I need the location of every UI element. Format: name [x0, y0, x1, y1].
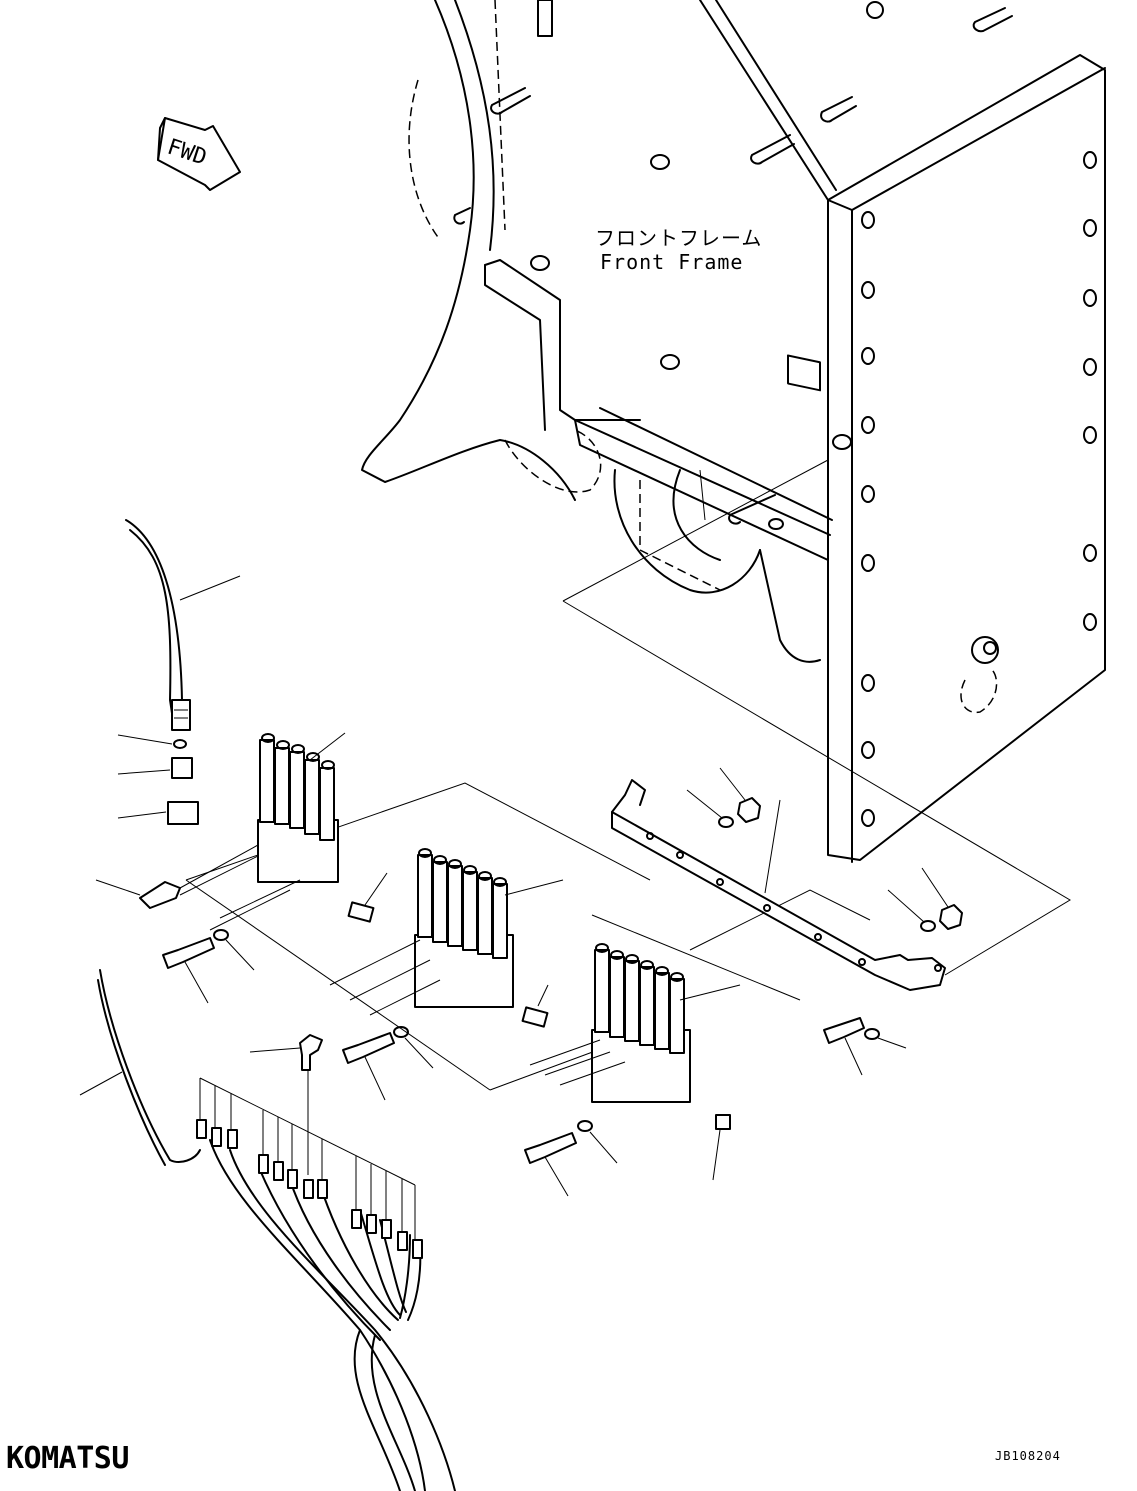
mounting-bracket: [611, 779, 946, 991]
komatsu-logo: KOMATSU: [6, 1441, 129, 1476]
hose-end-fittings: [196, 1119, 423, 1259]
fwd-label: FWD: [164, 135, 210, 171]
frame-bolt-holes: [861, 151, 1097, 827]
supply-hose: [125, 519, 241, 731]
distribution-valve-5b: [591, 943, 741, 1103]
distribution-valve-4: [257, 732, 346, 883]
grease-hose-bundle: [79, 969, 456, 1491]
front-frame: フロントフレーム Front Frame: [361, 0, 1106, 863]
routing-lines: [209, 879, 626, 1086]
front-frame-label-en: Front Frame: [600, 250, 743, 274]
inlet-fittings: [95, 734, 261, 909]
drawing-code: JB108204: [995, 1449, 1061, 1463]
nuts-washers: [213, 767, 963, 1164]
bolts: [162, 937, 865, 1197]
front-frame-label-jp: フロントフレーム: [595, 226, 762, 250]
frame-studs: [453, 0, 1013, 530]
fwd-arrow-icon: FWD: [157, 117, 241, 191]
distribution-valve-5: [414, 848, 564, 1008]
plugs: [249, 872, 731, 1181]
